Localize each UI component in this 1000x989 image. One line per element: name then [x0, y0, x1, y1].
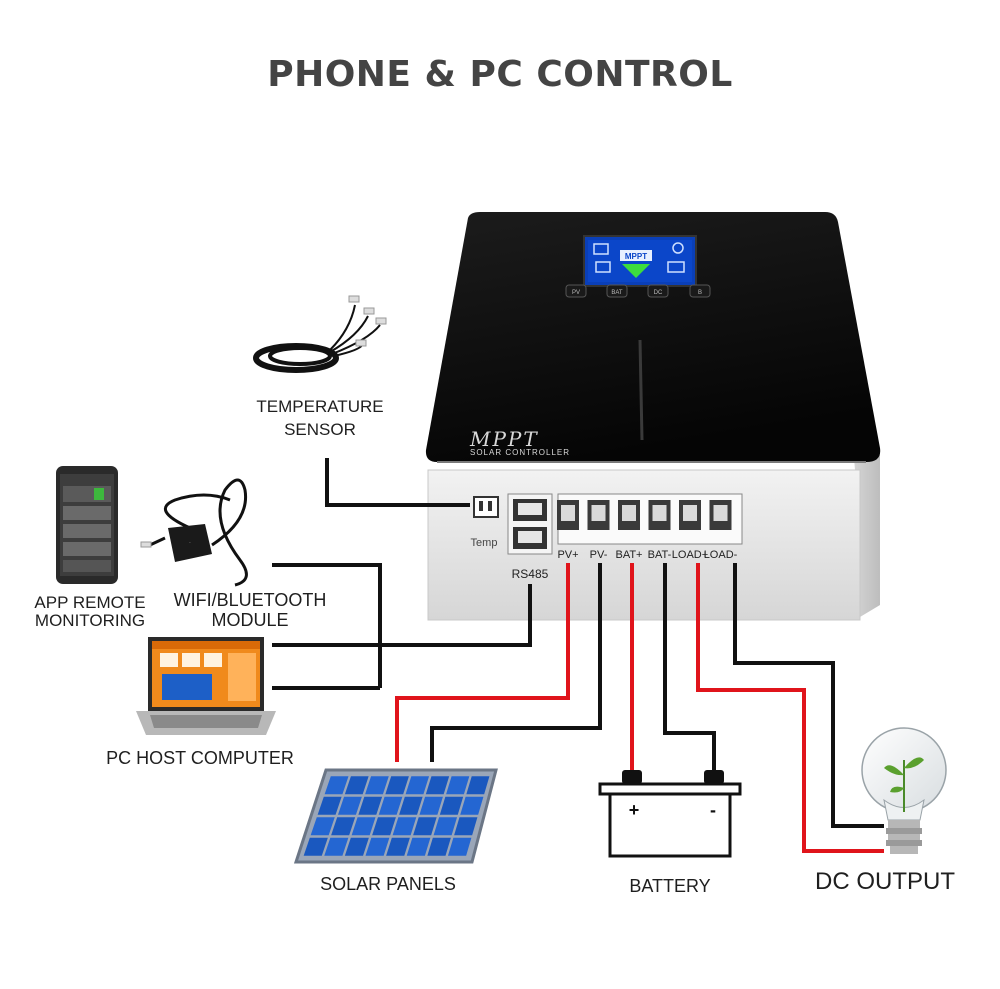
solar-cell — [344, 776, 369, 795]
solar-cell — [399, 796, 423, 815]
dc-button-label: DC — [654, 290, 663, 296]
temp-port-label: Temp — [471, 537, 498, 549]
solar-cell — [324, 837, 349, 856]
wifi-module-label-line1: WIFI/BLUETOOTH — [173, 590, 327, 610]
battery: + - — [598, 770, 742, 858]
solar-cell — [454, 817, 478, 836]
terminal-labels: PV+ PV- BAT+ BAT-LOAD+LOAD- — [557, 549, 737, 561]
terminal-screw — [622, 505, 636, 521]
solar-cell — [378, 796, 403, 815]
terminal-block — [557, 493, 743, 545]
solar-cell — [317, 796, 342, 815]
wifi-module: · — [140, 478, 248, 587]
solar-cell — [460, 796, 484, 815]
app-remote-label-line1: APP REMOTE — [34, 593, 146, 612]
solar-cell — [351, 817, 376, 836]
lcd-mode-text: MPPT — [625, 252, 647, 261]
page-title: PHONE & PC CONTROL — [267, 54, 733, 95]
solar-cell — [385, 776, 409, 795]
pc-host-label: PC HOST COMPUTER — [106, 748, 294, 768]
b-button-label: B — [698, 290, 702, 296]
wires — [272, 458, 884, 853]
pv-positive-wire — [395, 563, 570, 762]
solar-cell — [392, 817, 417, 836]
temperature-sensor-label-line1: TEMPERATURE — [256, 397, 384, 416]
temperature-sensor-label-line2: SENSOR — [284, 420, 356, 439]
battery-label: BATTERY — [629, 876, 711, 896]
solar-cell — [303, 837, 328, 856]
solar-cell — [413, 817, 437, 836]
solar-cell — [365, 837, 390, 856]
temperature-sensor-cable — [253, 295, 387, 373]
terminal-label: PV+ — [557, 549, 578, 561]
solar-cell — [324, 776, 349, 795]
pc-laptop — [136, 637, 276, 735]
solar-cell — [406, 837, 431, 856]
solar-cell — [425, 776, 450, 795]
load-positive-wire — [696, 563, 884, 853]
battery-plus: + — [629, 800, 640, 820]
solar-panel — [293, 768, 498, 864]
pv-button-label: PV — [572, 290, 580, 296]
pv-negative-wire — [430, 563, 602, 762]
lcd-screen: MPPT — [583, 235, 697, 287]
load-negative-wire — [733, 563, 884, 828]
wifi-module-label-line2: MODULE — [211, 610, 289, 630]
controller-subtitle: SOLAR CONTROLLER — [470, 448, 570, 457]
bat-button-label: BAT — [611, 290, 623, 296]
solar-cell — [405, 776, 430, 795]
svg-text:·: · — [189, 540, 191, 546]
solar-cell — [433, 817, 458, 836]
terminal-label: BAT- — [648, 549, 672, 561]
app-remote-label: APP REMOTE MONITORING — [15, 594, 165, 630]
terminal-screw — [591, 505, 606, 521]
phone-app — [56, 466, 118, 584]
panel-buttons: PV BAT DC B — [565, 284, 711, 298]
solar-cell — [372, 817, 396, 836]
dc-output-label: DC OUTPUT — [815, 868, 955, 895]
solar-cell — [427, 837, 451, 856]
solar-panels-label: SOLAR PANELS — [320, 874, 456, 894]
terminal-screw — [713, 505, 728, 521]
terminal-label: LOAD- — [704, 549, 738, 561]
solar-cell — [365, 776, 389, 795]
solar-cell — [344, 837, 369, 856]
solar-controller: MPPT PV BAT DC B MPPT SOLAR CONTROLLER — [425, 212, 881, 621]
terminal-label: BAT+ — [615, 549, 642, 561]
light-bulb — [861, 727, 947, 854]
solar-cell — [331, 817, 356, 836]
terminal-label: PV- — [590, 549, 608, 561]
terminal-screw — [652, 505, 667, 521]
solar-cell — [439, 796, 464, 815]
controller-brand: MPPT — [469, 427, 539, 451]
solar-cell — [386, 837, 410, 856]
rs485-port-label: RS485 — [512, 567, 549, 581]
solar-cell — [358, 796, 383, 815]
solar-cell — [310, 817, 335, 836]
bat-negative-wire — [663, 563, 716, 770]
terminal-label: LOAD+ — [672, 549, 708, 561]
terminal-screw — [561, 505, 575, 521]
rs485-ports: RS485 — [507, 493, 553, 581]
solar-cell — [338, 796, 362, 815]
solar-cell — [447, 837, 472, 856]
solar-cell — [419, 796, 443, 815]
app-remote-label-line2: MONITORING — [34, 611, 146, 630]
battery-minus: - — [710, 800, 716, 820]
temperature-sensor-label: TEMPERATURE SENSOR — [230, 397, 410, 440]
solar-cell — [446, 776, 470, 795]
terminal-screw — [683, 505, 697, 521]
solar-cell — [466, 776, 490, 795]
wifi-module-label: WIFI/BLUETOOTH MODULE — [160, 590, 340, 630]
temp-port: Temp — [471, 496, 499, 549]
